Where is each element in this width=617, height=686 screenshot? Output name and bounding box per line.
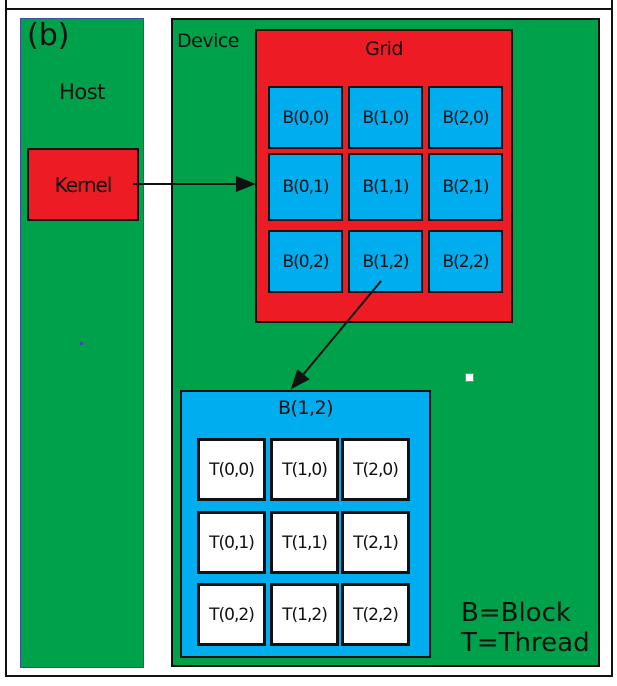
thread-cell: T(1,1) (270, 511, 339, 574)
grid-title: Grid (365, 38, 403, 60)
thread-cell: T(2,1) (341, 511, 410, 574)
grid-block: B(1,2) (348, 230, 423, 293)
block-to-detail-arrow (290, 280, 382, 390)
legend: B=Block T=Thread (461, 598, 590, 658)
legend-block: B=Block (461, 598, 571, 628)
marker-icon (465, 373, 474, 382)
grid-block: B(0,1) (268, 153, 343, 221)
thread-cell: T(0,0) (197, 438, 266, 501)
host-panel (20, 18, 144, 668)
grid-block: B(1,0) (348, 86, 423, 149)
thread-cell: T(1,2) (270, 583, 339, 646)
grid-block: B(0,2) (268, 230, 343, 293)
grid-block: B(1,1) (348, 153, 423, 221)
grid-block: B(2,2) (428, 230, 503, 293)
thread-cell: T(2,2) (341, 583, 410, 646)
thread-cell: T(0,1) (197, 511, 266, 574)
legend-thread: T=Thread (461, 628, 590, 658)
host-title: Host (59, 80, 105, 104)
thread-cell: T(0,2) (197, 583, 266, 646)
thread-cell: T(2,0) (341, 438, 410, 501)
kernel-box: Kernel (27, 148, 139, 221)
thread-cell: T(1,0) (270, 438, 339, 501)
dot-marker (80, 342, 83, 345)
figure-frame (5, 0, 613, 677)
block-detail-title: B(1,2) (277, 397, 334, 419)
grid-block: B(2,1) (428, 153, 503, 221)
grid-block: B(0,0) (268, 86, 343, 149)
panel-label: (b) (27, 18, 70, 53)
device-title: Device (177, 30, 239, 52)
grid-block: B(2,0) (428, 86, 503, 149)
divider (5, 8, 613, 10)
